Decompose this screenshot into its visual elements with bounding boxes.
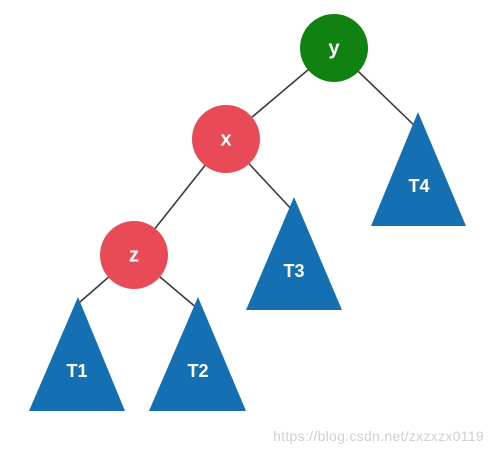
- subtree-t2: T2: [149, 297, 246, 411]
- subtree-t2-triangle: [149, 297, 246, 411]
- subtree-t4-label: T4: [408, 176, 429, 196]
- subtree-t4-triangle: [371, 112, 466, 226]
- node-z-circle: [100, 221, 168, 289]
- node-y: y: [300, 14, 368, 82]
- node-y-circle: [300, 14, 368, 82]
- subtree-t3-label: T3: [283, 261, 304, 281]
- node-x: x: [192, 105, 260, 173]
- node-x-circle: [192, 105, 260, 173]
- subtree-t3: T3: [246, 197, 342, 310]
- subtree-t1-triangle: [29, 297, 125, 411]
- subtree-t4: T4: [371, 112, 466, 226]
- node-z-label: z: [129, 244, 139, 266]
- subtree-t1-label: T1: [66, 361, 87, 381]
- node-x-label: x: [220, 128, 231, 150]
- node-y-label: y: [328, 37, 340, 59]
- subtree-t2-label: T2: [187, 361, 208, 381]
- subtree-t1: T1: [29, 297, 125, 411]
- watermark-text: https://blog.csdn.net/zxzxzx0119: [273, 428, 484, 444]
- node-z: z: [100, 221, 168, 289]
- subtree-t3-triangle: [246, 197, 342, 310]
